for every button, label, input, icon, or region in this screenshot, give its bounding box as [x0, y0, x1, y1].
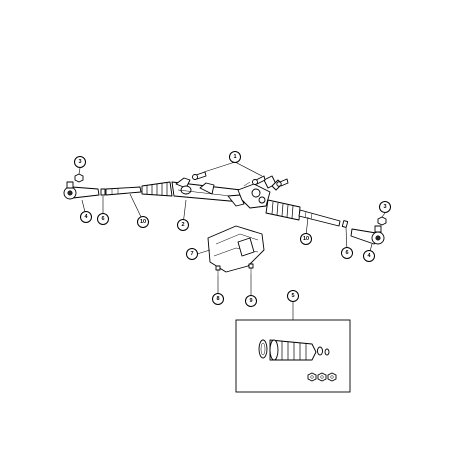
callout-8: 8	[212, 293, 224, 305]
left-jam-nut	[100, 188, 106, 196]
heat-shield	[207, 225, 265, 273]
callout-9: 9	[245, 295, 257, 307]
callout-8-label: 8	[216, 296, 219, 302]
callout-4-right: 4	[363, 250, 375, 262]
right-inner-tie-rod	[298, 209, 341, 227]
callout-4-left: 4	[80, 211, 92, 223]
callout-5-label: 5	[291, 293, 294, 299]
callout-6-left-label: 6	[101, 216, 104, 222]
callout-6-right: 6	[341, 247, 353, 259]
callout-10-left: 10	[137, 216, 149, 228]
callout-3-right-label: 3	[383, 204, 386, 210]
callout-4-left-label: 4	[84, 214, 88, 220]
callout-9-label: 9	[249, 298, 252, 304]
callout-6-left: 6	[97, 213, 109, 225]
callout-7-label: 7	[190, 251, 193, 257]
rack-housing	[171, 177, 253, 207]
pressure-line-fittings	[192, 171, 289, 187]
left-boot	[141, 181, 173, 197]
callout-10-right-label: 10	[303, 236, 309, 242]
callout-6-right-label: 6	[345, 250, 348, 256]
callout-1: 1	[229, 151, 241, 163]
callout-2: 2	[177, 219, 189, 231]
callout-10-left-label: 10	[140, 219, 146, 225]
callout-4-right-label: 4	[367, 253, 371, 259]
right-boot	[265, 199, 301, 221]
callout-3-left-label: 3	[78, 159, 81, 165]
right-tie-rod-nut	[377, 216, 387, 226]
left-inner-tie-rod	[105, 186, 142, 196]
callout-3-right: 3	[379, 201, 391, 213]
callout-3-left: 3	[74, 156, 86, 168]
callout-1-label: 1	[233, 154, 236, 160]
shield-bolt-left	[215, 265, 221, 276]
callout-2-label: 2	[181, 222, 184, 228]
callout-5: 5	[287, 290, 299, 302]
shield-bolt-right	[248, 263, 254, 274]
boot-kit-box	[235, 319, 351, 393]
left-tie-rod-end	[63, 181, 100, 200]
callout-7: 7	[186, 248, 198, 260]
left-tie-rod-nut	[74, 173, 84, 183]
callout-10-right: 10	[300, 233, 312, 245]
right-jam-nut	[341, 220, 349, 228]
right-tie-rod-end	[350, 225, 385, 245]
